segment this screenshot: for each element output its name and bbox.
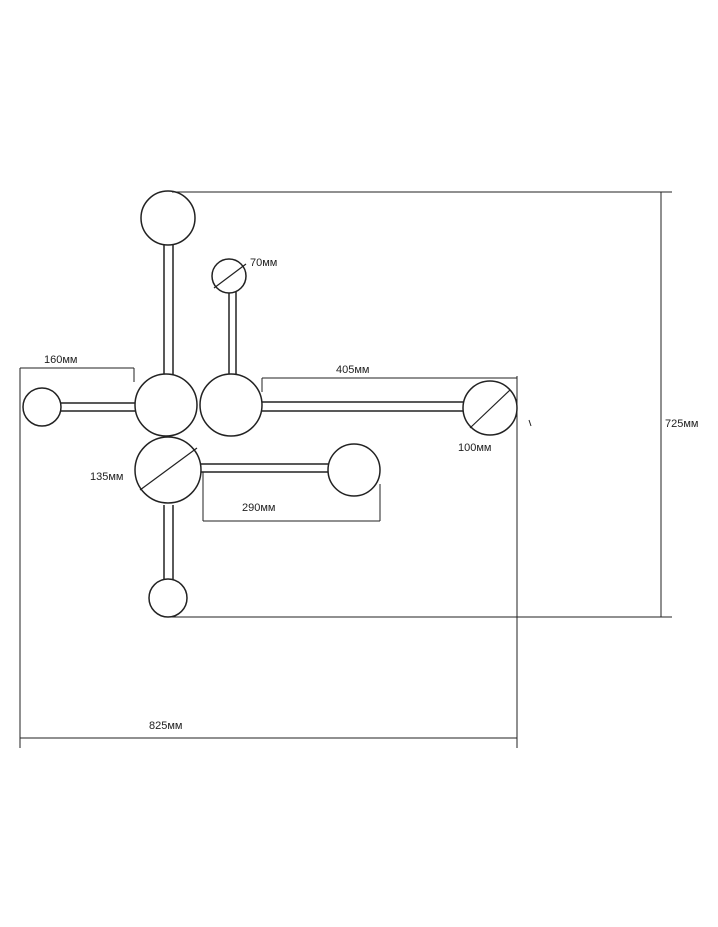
globe-top (140, 190, 196, 246)
label-large-globe-diameter: 135мм (90, 471, 123, 483)
rod-top (163, 244, 174, 378)
diameter-line-small (213, 263, 247, 289)
dimension-left-arm (20, 367, 135, 382)
globe-bottom (148, 578, 188, 618)
label-overall-height: 725мм (665, 418, 698, 430)
rod-right (262, 401, 464, 412)
rod-small-top (228, 292, 237, 376)
rod-lower (198, 463, 330, 473)
rod-bottom (163, 505, 174, 580)
label-end-globe-diameter: 100мм (458, 442, 491, 454)
diameter-line-right (469, 389, 511, 429)
dimension-width (19, 368, 518, 748)
rod-left (60, 402, 137, 412)
label-right-arm-length: 405мм (336, 364, 369, 376)
globe-center-right (199, 373, 263, 437)
label-left-arm-length: 160мм (44, 354, 77, 366)
dimension-right-arm (261, 377, 517, 392)
label-small-globe-diameter: 70мм (250, 257, 277, 269)
label-lower-arm-length: 290мм (242, 502, 275, 514)
dimension-height (172, 191, 672, 618)
diameter-line-large (139, 447, 198, 491)
dimension-lower-arm (202, 472, 381, 522)
globe-left (22, 387, 62, 427)
globe-center-left (134, 373, 198, 437)
label-overall-width: 825мм (149, 720, 182, 732)
globe-lower-right (327, 443, 381, 497)
